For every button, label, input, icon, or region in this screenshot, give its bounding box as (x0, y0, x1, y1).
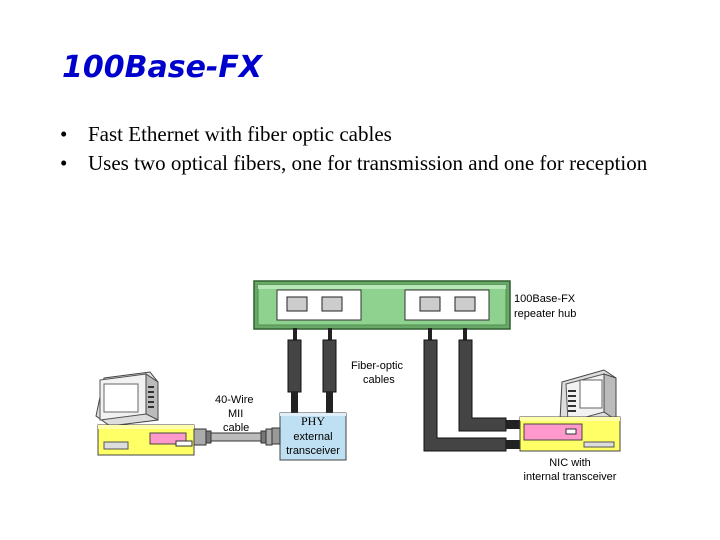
nic-card (523, 423, 583, 441)
hub-port-3 (419, 296, 441, 312)
left-computer-port (175, 440, 193, 447)
mii-label-1: 40-Wire (215, 394, 254, 406)
diagram-labels: 100Base-FX repeater hub Fiber-optic cabl… (215, 293, 617, 483)
phy-label-3: transceiver (286, 445, 340, 457)
nic-label-1: NIC with (549, 457, 591, 469)
hub-port-1 (286, 296, 308, 312)
bullet-dot-icon: • (60, 122, 68, 146)
nic-label-2: internal transceiver (524, 471, 617, 483)
left-computer (95, 371, 195, 456)
right-fiber-cables (423, 339, 507, 452)
phy-transceiver (271, 412, 347, 461)
nic-fiber-plugs (506, 420, 520, 449)
fiber-connectors (293, 328, 467, 340)
right-computer (519, 369, 621, 452)
fiber-label-2: cables (363, 374, 395, 386)
mii-cable (193, 428, 273, 446)
bullet-text: Fast Ethernet with fiber optic cables (88, 122, 392, 146)
mii-label-2: MII (228, 408, 243, 420)
hub-label-2: repeater hub (514, 308, 576, 320)
bullet-item: • Uses two optical fibers, one for transm… (60, 149, 680, 178)
mii-label-3: cable (223, 422, 249, 434)
phy-label-1: PHY (301, 414, 325, 428)
phy-mii-port (271, 427, 281, 445)
phy-label-2: external (293, 431, 332, 443)
repeater-hub (253, 280, 511, 330)
hub-label-1: 100Base-FX (514, 293, 576, 305)
hub-port-4 (454, 296, 476, 312)
hub-port-2 (321, 296, 343, 312)
bullet-text: Uses two optical fibers, one for transmi… (88, 151, 648, 175)
slide-title: 100Base-FX (62, 50, 263, 85)
fiber-label-1: Fiber-optic (351, 360, 403, 372)
bullet-item: • Fast Ethernet with fiber optic cables (60, 120, 680, 149)
left-fiber-cables (287, 339, 337, 414)
bullet-list: • Fast Ethernet with fiber optic cables •… (60, 120, 680, 178)
bullet-dot-icon: • (60, 151, 68, 175)
